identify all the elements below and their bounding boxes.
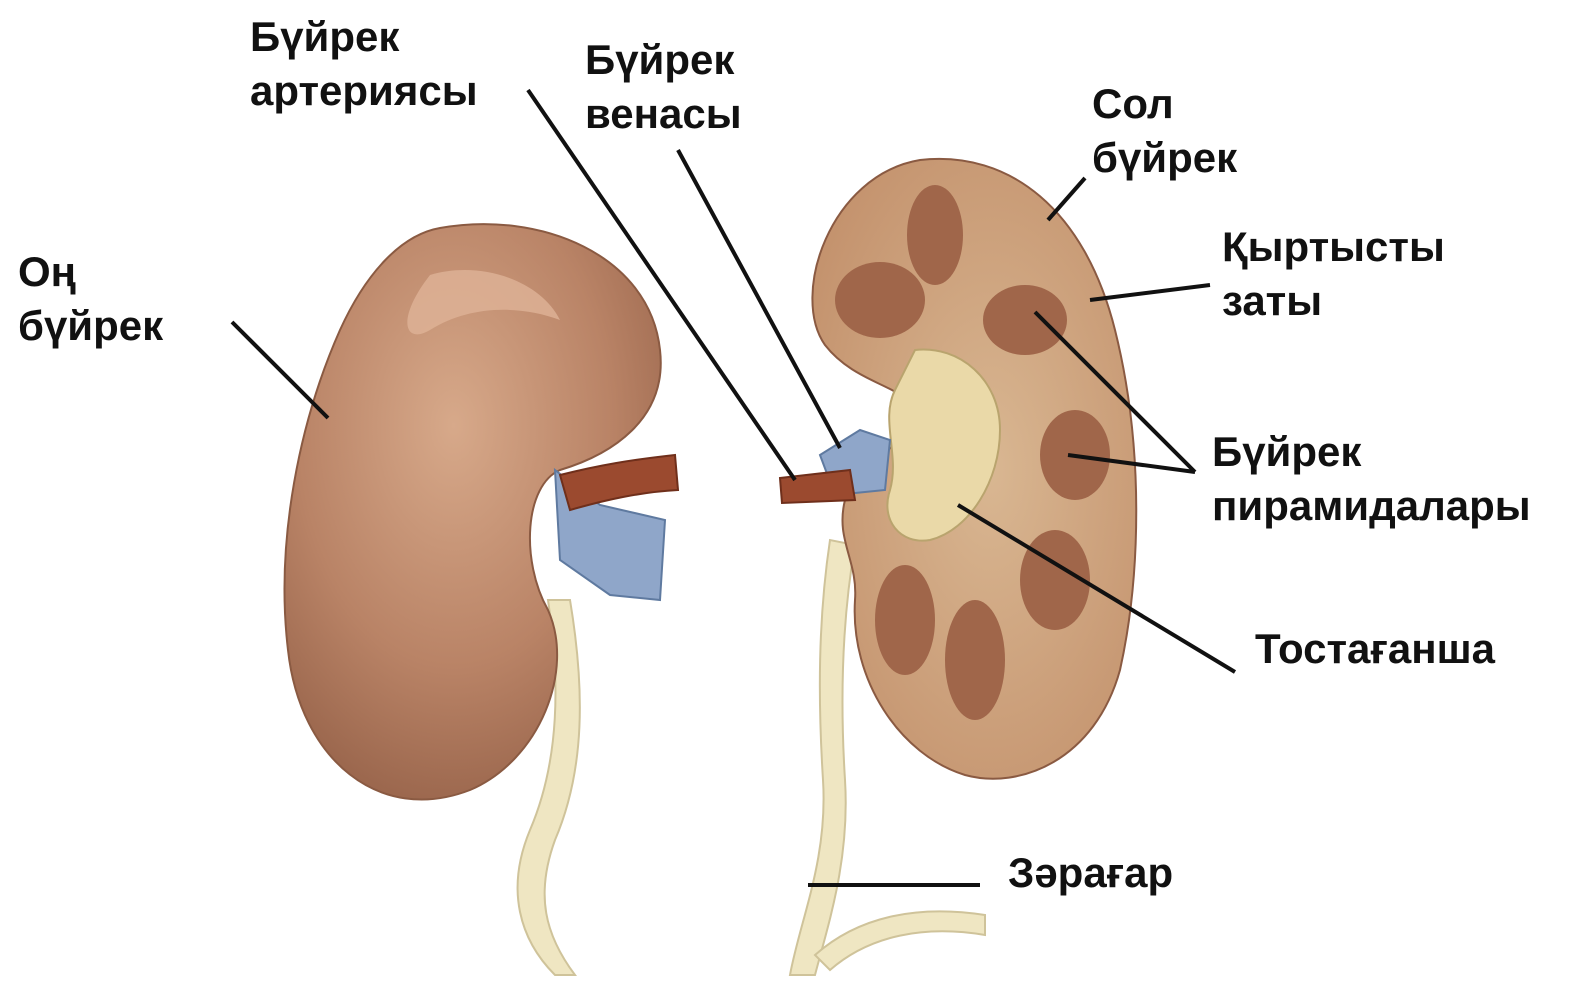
label-right-kidney: Оң бүйрек [18,245,163,353]
label-pelvis-text: Тостағанша [1255,622,1495,676]
label-right-kidney-line1: Оң [18,245,163,299]
left-kidney-ureter [790,540,855,975]
label-pelvis: Тостағанша [1255,622,1495,676]
pyramid-7 [875,565,935,675]
label-cortex: Қыртысты заты [1222,220,1445,328]
label-renal-artery-line1: Бүйрек [250,10,478,64]
leader-left-kidney [1048,178,1085,220]
label-ureter: Зәрағар [1008,846,1173,900]
label-renal-vein-line1: Бүйрек [585,33,742,87]
leader-cortex [1090,285,1210,300]
pyramid-2 [835,262,925,338]
label-cortex-line1: Қыртысты [1222,220,1445,274]
label-renal-artery-line2: артериясы [250,64,478,118]
label-renal-vein-line2: венасы [585,87,742,141]
label-renal-artery: Бүйрек артериясы [250,10,478,118]
label-cortex-line2: заты [1222,274,1445,328]
pyramid-1 [907,185,963,285]
pyramid-6 [945,600,1005,720]
label-left-kidney-line1: Сол [1092,77,1237,131]
label-right-kidney-line2: бүйрек [18,299,163,353]
label-pyramids-line2: пирамидалары [1212,479,1531,533]
label-left-kidney-line2: бүйрек [1092,131,1237,185]
right-kidney-illustration [285,224,678,975]
left-kidney-ureter-tail [815,911,985,970]
label-pyramids-line1: Бүйрек [1212,425,1531,479]
label-pyramids: Бүйрек пирамидалары [1212,425,1531,533]
pyramid-3 [983,285,1067,355]
label-renal-vein: Бүйрек венасы [585,33,742,141]
leader-right-kidney [232,322,328,418]
label-left-kidney: Сол бүйрек [1092,77,1237,185]
label-ureter-text: Зәрағар [1008,846,1173,900]
